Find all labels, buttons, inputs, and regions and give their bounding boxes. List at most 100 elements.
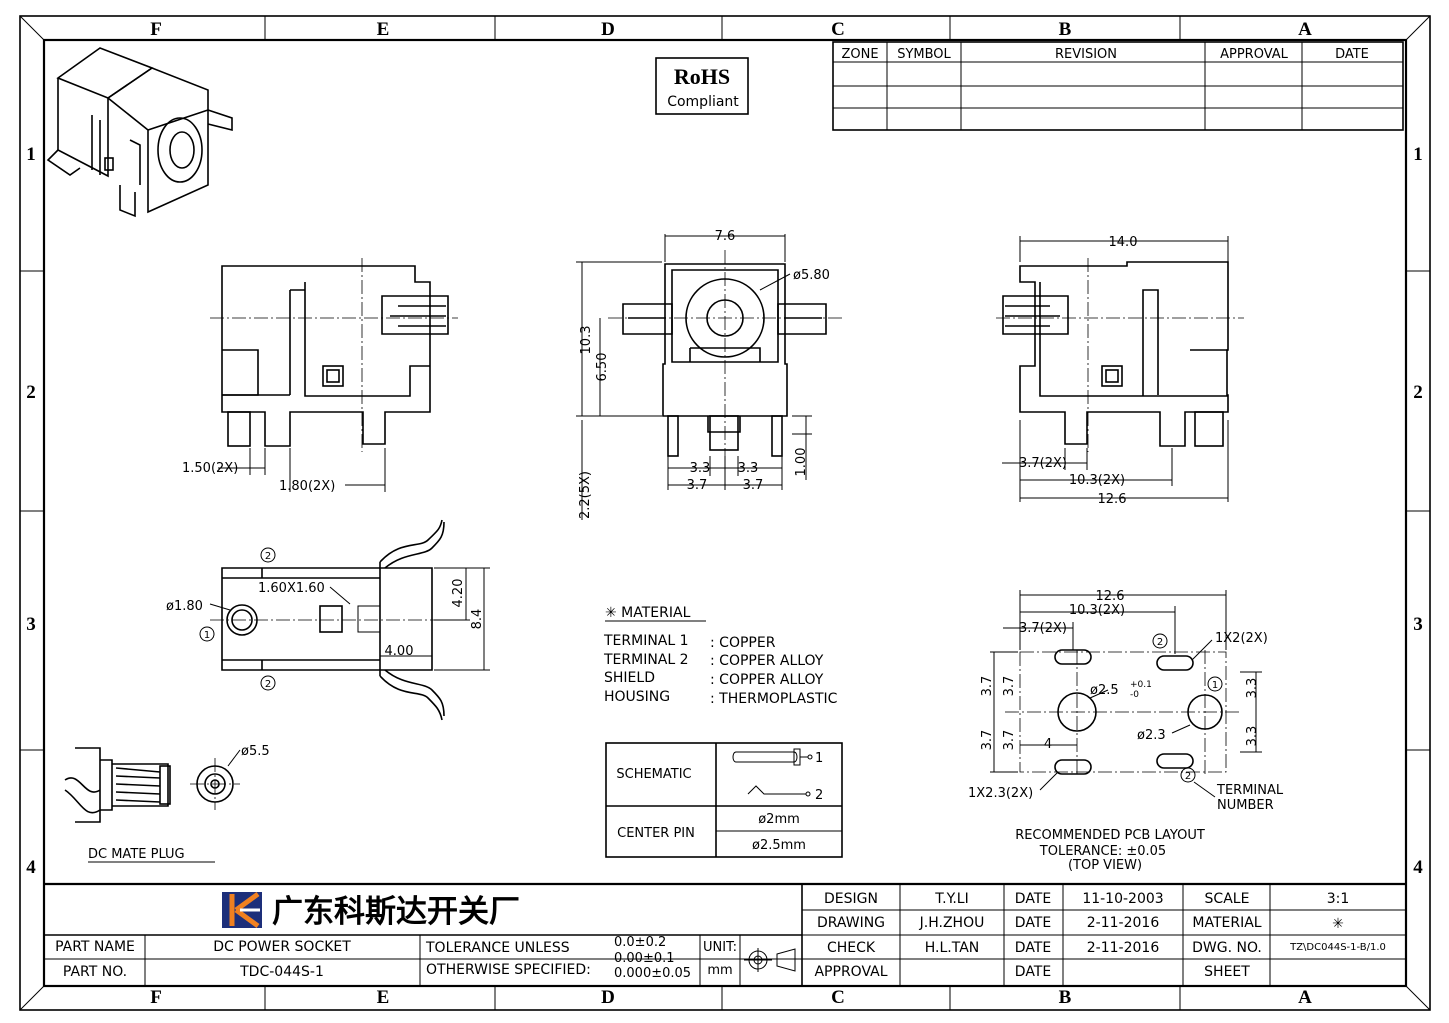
dim-7-6: 7.6	[715, 229, 736, 244]
dwg-no-value: TZ\DC044S-1-B/1.0	[1289, 942, 1386, 953]
dwg-no-label: DWG. NO.	[1192, 940, 1262, 956]
part-no-label: PART NO.	[63, 964, 127, 980]
material-title: ✳ MATERIAL	[605, 605, 691, 621]
pcb-dim-12-6: 12.6	[1096, 589, 1125, 604]
rohs-badge: RoHS Compliant	[655, 57, 749, 115]
terminal-marker-2-top: 2	[260, 547, 276, 563]
dim-14-0: 14.0	[1109, 235, 1138, 250]
dim-3-3-right: 3.3	[738, 461, 759, 476]
right-side-view	[996, 258, 1244, 452]
title-block	[44, 882, 1406, 986]
company-name: 广东科斯达开关厂	[272, 894, 520, 930]
pcb-dim-3-7-inner-bottom: 3.7	[1002, 730, 1017, 751]
col-label-d: D	[601, 19, 615, 40]
rev-header-revision: REVISION	[1055, 47, 1117, 62]
schematic-pin-2: 2	[815, 788, 823, 803]
unit-value: mm	[707, 963, 732, 978]
pcb-dim-3-7-inner-top: 3.7	[1002, 676, 1017, 697]
col-label-e-bottom: E	[377, 987, 390, 1008]
design-label: DESIGN	[824, 891, 878, 907]
material-label: MATERIAL	[1192, 915, 1261, 931]
dim-12-6: 12.6	[1098, 492, 1127, 507]
design-value: T.Y.LI	[934, 891, 968, 907]
material-row-4-name: HOUSING	[604, 689, 670, 705]
dim-3-3-left: 3.3	[690, 461, 711, 476]
col-label-a-bottom: A	[1298, 987, 1312, 1008]
scale-value: 3:1	[1327, 891, 1350, 907]
pcb-terminal-2-label-top: 2	[1157, 637, 1163, 648]
tolerance-value-1: 0.0±0.2	[614, 935, 666, 950]
pcb-dim-d2-3: ø2.3	[1137, 728, 1166, 743]
col-label-f: F	[150, 19, 162, 40]
terminal-1-label-left: 1	[204, 630, 210, 641]
material-row-1-name: TERMINAL 1	[603, 633, 689, 649]
terminal-marker-1-left: 1	[199, 626, 215, 642]
date-label-3: DATE	[1015, 940, 1051, 956]
schematic-table: SCHEMATIC CENTER PIN ø2mm ø2.5mm 1 2	[605, 742, 843, 858]
center-pin-label: CENTER PIN	[617, 826, 695, 841]
unit-label: UNIT:	[703, 940, 737, 955]
part-name-value: DC POWER SOCKET	[213, 939, 351, 955]
pcb-dim-d2-5-upper: +0.1	[1130, 680, 1152, 690]
company-logo	[222, 891, 262, 929]
projection-symbol-icon	[744, 948, 796, 972]
rohs-title: RoHS	[674, 64, 730, 89]
dc-mate-plug	[64, 747, 241, 823]
drawing-label: DRAWING	[817, 915, 885, 931]
center-pin-option-1: ø2mm	[758, 812, 800, 827]
dim-1-80: 1.80(2X)	[279, 479, 335, 494]
pcb-dim-10-3: 10.3(2X)	[1069, 603, 1125, 618]
terminal-number-label-2: NUMBER	[1217, 798, 1274, 813]
material-row-2-value: : COPPER ALLOY	[710, 653, 824, 669]
dc-mate-plug-label: DC MATE PLUG	[88, 847, 185, 862]
material-row-3-value: : COPPER ALLOY	[710, 672, 824, 688]
schematic-label: SCHEMATIC	[616, 767, 691, 782]
material-row-4-value: : THERMOPLASTIC	[710, 691, 838, 707]
col-label-e: E	[377, 19, 390, 40]
dim-1-50: 1.50(2X)	[182, 461, 238, 476]
top-view-dims	[209, 567, 490, 671]
dim-4-20: 4.20	[451, 579, 466, 608]
date-label-2: DATE	[1015, 915, 1051, 931]
col-label-b-bottom: B	[1059, 987, 1072, 1008]
dim-d5-80: ø5.80	[793, 268, 830, 283]
material-spec: ✳ MATERIAL TERMINAL 1 : COPPER TERMINAL …	[603, 605, 838, 707]
row-label-2-right: 2	[1413, 382, 1423, 403]
pcb-terminal-marker-2-top: 2	[1152, 633, 1168, 649]
row-label-4: 4	[26, 857, 36, 878]
row-label-3: 3	[26, 614, 36, 635]
tolerance-value-2: 0.00±0.1	[614, 951, 675, 966]
rev-header-zone: ZONE	[841, 47, 878, 62]
terminal-marker-2-bottom: 2	[260, 675, 276, 691]
tolerance-value-3: 0.000±0.05	[614, 966, 691, 981]
drawing-value: J.H.ZHOU	[919, 915, 985, 931]
pcb-terminal-1-label: 1	[1212, 680, 1218, 691]
check-value: H.L.TAN	[925, 940, 980, 956]
dim-2-2-5x: 2.2(5X)	[578, 471, 593, 519]
pcb-layout	[1005, 649, 1240, 775]
material-row-3-name: SHIELD	[604, 670, 655, 686]
pcb-dim-3-7-outer-bottom: 3.7	[980, 730, 995, 751]
pcb-dim-d2-5-lower: -0	[1130, 690, 1139, 700]
date-label-1: DATE	[1015, 891, 1051, 907]
col-label-c: C	[831, 19, 845, 40]
sheet-label: SHEET	[1204, 964, 1250, 980]
revision-table: ZONE SYMBOL REVISION APPROVAL DATE	[832, 41, 1404, 131]
front-view	[608, 250, 842, 470]
pcb-terminal-marker-1: 1	[1207, 676, 1223, 692]
dim-d1-80: ø1.80	[166, 599, 203, 614]
col-label-d-bottom: D	[601, 987, 615, 1008]
pcb-layout-title: RECOMMENDED PCB LAYOUT	[1015, 828, 1205, 843]
drawing-date: 2-11-2016	[1087, 915, 1160, 931]
rohs-subtitle: Compliant	[667, 94, 739, 110]
rev-header-symbol: SYMBOL	[897, 47, 951, 62]
col-label-f-bottom: F	[150, 987, 162, 1008]
left-side-dims	[218, 448, 386, 492]
dim-4-00: 4.00	[385, 644, 414, 659]
dim-10-3-2x: 10.3(2X)	[1069, 473, 1125, 488]
terminal-number-label-1: TERMINAL	[1216, 783, 1284, 798]
pcb-dim-3-7-outer-top: 3.7	[980, 676, 995, 697]
dim-3-7-2x: 3.7(2X)	[1019, 456, 1067, 471]
left-side-view	[210, 258, 458, 452]
dim-10-3: 10.3	[579, 326, 594, 355]
